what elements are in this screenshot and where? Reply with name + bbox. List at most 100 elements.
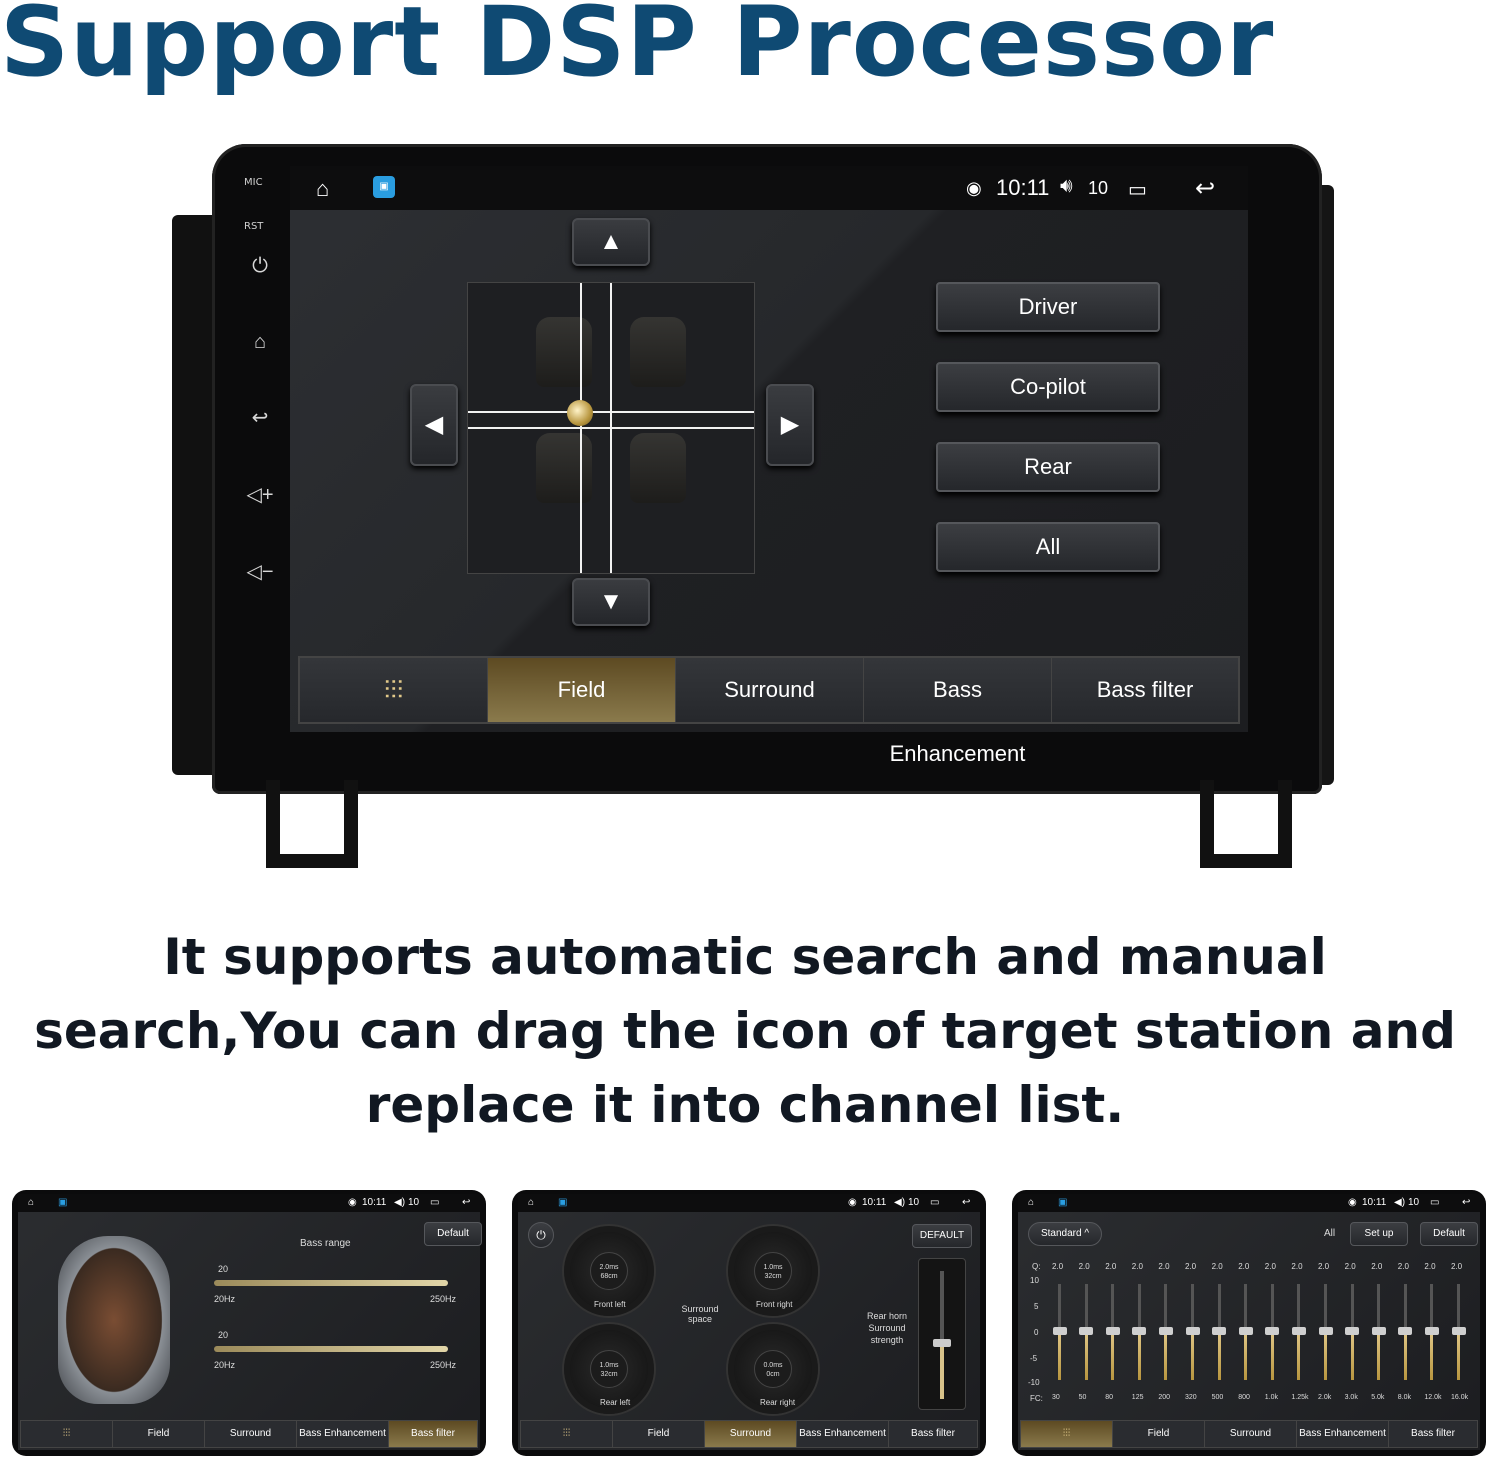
tab-bass-enhancement[interactable]: Bass Enhancement xyxy=(297,1421,389,1447)
band-slider-knob[interactable] xyxy=(1291,1327,1306,1335)
tab-field[interactable]: Field xyxy=(613,1421,705,1447)
tab-equalizer[interactable]: ⫶⫶⫶ xyxy=(521,1421,613,1447)
band-slider-knob[interactable] xyxy=(1371,1327,1386,1335)
tab-surround[interactable]: Surround xyxy=(705,1421,797,1447)
band-slider-knob[interactable] xyxy=(1132,1327,1147,1335)
rear-button[interactable]: Rear xyxy=(936,442,1160,492)
co-pilot-button[interactable]: Co-pilot xyxy=(936,362,1160,412)
recent-apps-icon[interactable]: ▭ xyxy=(930,1197,940,1208)
tab-bass-enhancement[interactable]: Bass Enhancement xyxy=(864,658,1052,766)
tab-equalizer[interactable]: ⫶⫶⫶ xyxy=(300,658,488,722)
volume-up-icon[interactable]: ◁+ xyxy=(246,484,274,506)
mic-label: MIC xyxy=(244,177,263,188)
app-icon[interactable]: ▣ xyxy=(58,1197,68,1208)
home-icon[interactable]: ⌂ xyxy=(253,331,267,353)
volume-level: 10 xyxy=(1088,178,1109,198)
app-icon[interactable]: ▣ xyxy=(558,1197,568,1208)
band-slider-fill xyxy=(1457,1330,1460,1380)
tab-equalizer[interactable]: ⫶⫶⫶ xyxy=(21,1421,113,1447)
band-slider-knob[interactable] xyxy=(1052,1327,1067,1335)
tab-field[interactable]: Field xyxy=(1113,1421,1205,1447)
back-icon[interactable]: ↩ xyxy=(1462,1197,1471,1208)
home-icon[interactable]: ⌂ xyxy=(316,176,330,201)
volume-icon[interactable]: ◀) xyxy=(1394,1197,1406,1208)
band-slider-knob[interactable] xyxy=(1398,1327,1413,1335)
back-icon[interactable]: ↩ xyxy=(462,1197,471,1208)
tab-surround[interactable]: Surround xyxy=(205,1421,297,1447)
all-label[interactable]: All xyxy=(1324,1228,1336,1239)
band-slider-knob[interactable] xyxy=(1345,1327,1360,1335)
volume-icon[interactable]: ◀) xyxy=(894,1197,906,1208)
home-icon[interactable]: ⌂ xyxy=(28,1197,35,1208)
bass-level-slider[interactable] xyxy=(214,1346,448,1352)
preset-dropdown[interactable]: Standard ^ xyxy=(1028,1222,1102,1246)
power-icon[interactable]: ⏻ xyxy=(252,255,268,277)
tab-surround[interactable]: Surround xyxy=(1205,1421,1297,1447)
home-icon[interactable]: ⌂ xyxy=(528,1197,535,1208)
up-arrow-button[interactable]: ▲ xyxy=(572,218,650,266)
tab-bass-enhancement[interactable]: Bass Enhancement xyxy=(1297,1421,1389,1447)
slider-value: 20 xyxy=(218,1264,229,1274)
sound-field-area[interactable] xyxy=(467,282,755,574)
all-button[interactable]: All xyxy=(936,522,1160,572)
band-slider-fill xyxy=(1244,1330,1248,1380)
driver-button[interactable]: Driver xyxy=(936,282,1160,332)
setup-button[interactable]: Set up xyxy=(1350,1222,1408,1246)
home-icon[interactable]: ⌂ xyxy=(1028,1197,1035,1208)
band-frequency-label: 1.25k xyxy=(1291,1394,1309,1401)
tab-surround[interactable]: Surround xyxy=(676,658,864,722)
band-q-value: 2.0 xyxy=(1344,1262,1356,1271)
back-icon[interactable]: ↩ xyxy=(1195,175,1216,202)
bass-range-label: Bass range xyxy=(300,1238,351,1249)
default-button[interactable]: Default xyxy=(1420,1222,1478,1246)
band-slider-knob[interactable] xyxy=(1424,1327,1439,1335)
right-arrow-button[interactable]: ▶ xyxy=(766,384,814,466)
band-slider-knob[interactable] xyxy=(1079,1327,1094,1335)
band-slider-knob[interactable] xyxy=(1238,1327,1253,1335)
thumb-status-bar: ⌂ ▣ ◉ 10:11 ◀) 10 ▭ ↩ xyxy=(518,1194,980,1212)
recent-apps-icon[interactable]: ▭ xyxy=(1128,179,1147,201)
slider-value: 20 xyxy=(218,1330,229,1340)
left-arrow-button[interactable]: ◀ xyxy=(410,384,458,466)
volume-down-icon[interactable]: ◁− xyxy=(246,561,274,583)
tab-equalizer[interactable]: ⫶⫶⫶ xyxy=(1021,1421,1113,1447)
back-icon[interactable]: ↩ xyxy=(251,407,269,429)
band-slider-knob[interactable] xyxy=(1105,1327,1120,1335)
app-icon[interactable]: ▣ xyxy=(373,176,395,198)
tab-bass-filter[interactable]: Bass filter xyxy=(1411,1428,1455,1439)
tab-field[interactable]: Field xyxy=(488,658,676,722)
clock: 10:11 xyxy=(996,175,1050,200)
tab-field[interactable]: Field xyxy=(113,1421,205,1447)
tab-bass-filter[interactable]: Bass filter xyxy=(1052,658,1238,722)
band-slider-knob[interactable] xyxy=(1318,1327,1333,1335)
down-arrow-button[interactable]: ▼ xyxy=(572,578,650,626)
app-icon[interactable]: ▣ xyxy=(1058,1197,1068,1208)
volume-icon[interactable]: ◀) xyxy=(394,1197,406,1208)
band-slider-knob[interactable] xyxy=(1212,1327,1227,1335)
recent-apps-icon[interactable]: ▭ xyxy=(1430,1197,1440,1208)
default-button[interactable]: Default xyxy=(424,1222,482,1246)
default-button[interactable]: DEFAULT xyxy=(912,1224,972,1248)
recent-apps-icon[interactable]: ▭ xyxy=(430,1197,440,1208)
back-icon[interactable]: ↩ xyxy=(962,1197,971,1208)
tab-bass-filter[interactable]: Bass filter xyxy=(911,1428,955,1439)
volume-icon[interactable]: 🔊︎ xyxy=(1060,175,1073,197)
bass-range-slider[interactable] xyxy=(214,1280,448,1286)
band-slider-knob[interactable] xyxy=(1158,1327,1173,1335)
power-icon[interactable]: ⏻ xyxy=(528,1222,554,1248)
band-slider-knob[interactable] xyxy=(1265,1327,1280,1335)
tab-bass-enhancement[interactable]: Bass Enhancement xyxy=(797,1421,889,1447)
dial-label: Rear left xyxy=(600,1398,631,1407)
band-slider-knob[interactable] xyxy=(1451,1327,1466,1335)
rst-label[interactable]: RST xyxy=(244,221,264,232)
band-slider-knob[interactable] xyxy=(1185,1327,1200,1335)
tab-bass-filter[interactable]: Bass filter xyxy=(389,1421,477,1447)
field-position-handle[interactable] xyxy=(567,400,593,426)
surround-strength-slider[interactable] xyxy=(918,1258,966,1410)
